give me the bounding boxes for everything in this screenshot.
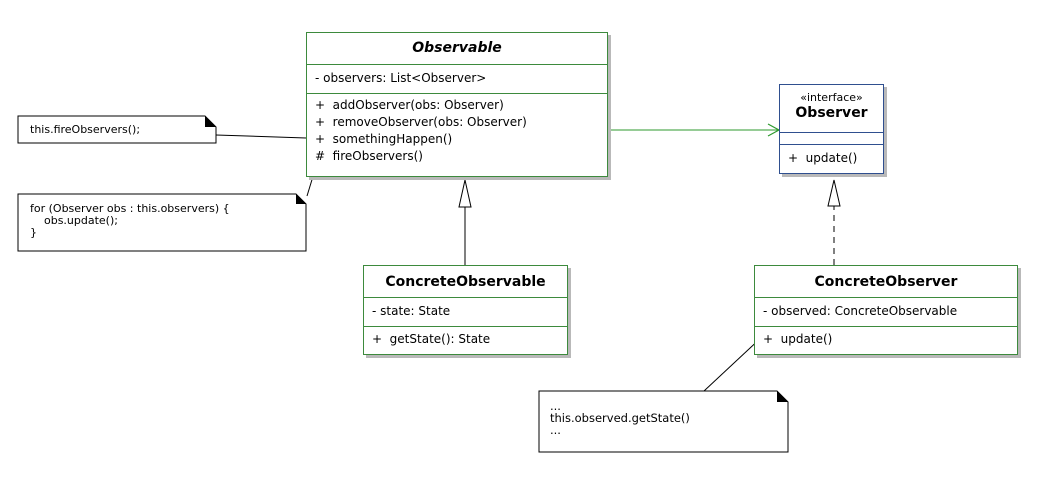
note-get-state-call[interactable]: ... this.observed.getState() ... (539, 391, 788, 452)
observable-operations: + addObserver(obs: Observer) + removeObs… (307, 94, 607, 168)
observer-stereotype: «interface» (800, 91, 863, 104)
observer-interface[interactable]: «interface» Observer + update() (779, 84, 884, 174)
note-shape-for-loop (17, 193, 307, 252)
concrete-observable-class[interactable]: ConcreteObservable - state: State + getS… (363, 265, 568, 355)
note-text: ... this.observed.getState() ... (550, 399, 690, 437)
concrete-observable-name: ConcreteObservable (385, 274, 546, 290)
note-anchor-fire-call (215, 134, 307, 139)
note-fold-get-state (777, 391, 788, 402)
note-text: for (Observer obs : this.observers) { ob… (30, 202, 230, 239)
concrete-observer-attribute: - observed: ConcreteObservable (763, 304, 958, 318)
concrete-observable-operations: + getState(): State (364, 327, 567, 351)
note-for-loop[interactable]: for (Observer obs : this.observers) { ob… (18, 194, 306, 251)
observable-operation: + somethingHappen() (315, 132, 453, 146)
observer-interface-name: Observer (795, 105, 868, 121)
note-shape-fire-call (17, 115, 217, 144)
concrete-observer-operations: + update() (755, 327, 1017, 351)
concrete-observable-operation: + getState(): State (372, 332, 491, 346)
observer-interface-header: «interface» Observer (780, 85, 883, 133)
concrete-observable-header: ConcreteObservable (364, 266, 567, 298)
note-fold-fire-call (205, 116, 216, 127)
concrete-observable-attribute: - state: State (372, 304, 451, 318)
note-shape-get-state (538, 390, 789, 453)
concrete-observer-header: ConcreteObserver (755, 266, 1017, 298)
note-text: this.fireObservers(); (30, 123, 141, 136)
observable-class-name: Observable (412, 40, 502, 56)
concrete-observer-operation: + update() (763, 332, 833, 346)
concrete-observer-name: ConcreteObserver (814, 274, 958, 290)
note-fold-for-loop (296, 194, 306, 204)
generalization-triangle (458, 179, 472, 208)
observable-operation: + removeObserver(obs: Observer) (315, 115, 527, 129)
observable-attribute: - observers: List<Observer> (315, 71, 487, 85)
realization-triangle (827, 179, 841, 207)
concrete-observable-attributes: - state: State (364, 298, 567, 327)
observer-operation: + update() (788, 151, 858, 165)
observer-operations: + update() (780, 145, 883, 170)
observer-attributes (780, 133, 883, 145)
observable-operation: + addObserver(obs: Observer) (315, 98, 504, 112)
observable-operation: # fireObservers() (315, 149, 423, 163)
observable-class[interactable]: Observable - observers: List<Observer> +… (306, 32, 608, 177)
concrete-observer-class[interactable]: ConcreteObserver - observed: ConcreteObs… (754, 265, 1018, 355)
observable-class-header: Observable (307, 33, 607, 65)
observable-attributes: - observers: List<Observer> (307, 65, 607, 94)
concrete-observer-attributes: - observed: ConcreteObservable (755, 298, 1017, 327)
note-fire-observers-call[interactable]: this.fireObservers(); (18, 116, 216, 143)
